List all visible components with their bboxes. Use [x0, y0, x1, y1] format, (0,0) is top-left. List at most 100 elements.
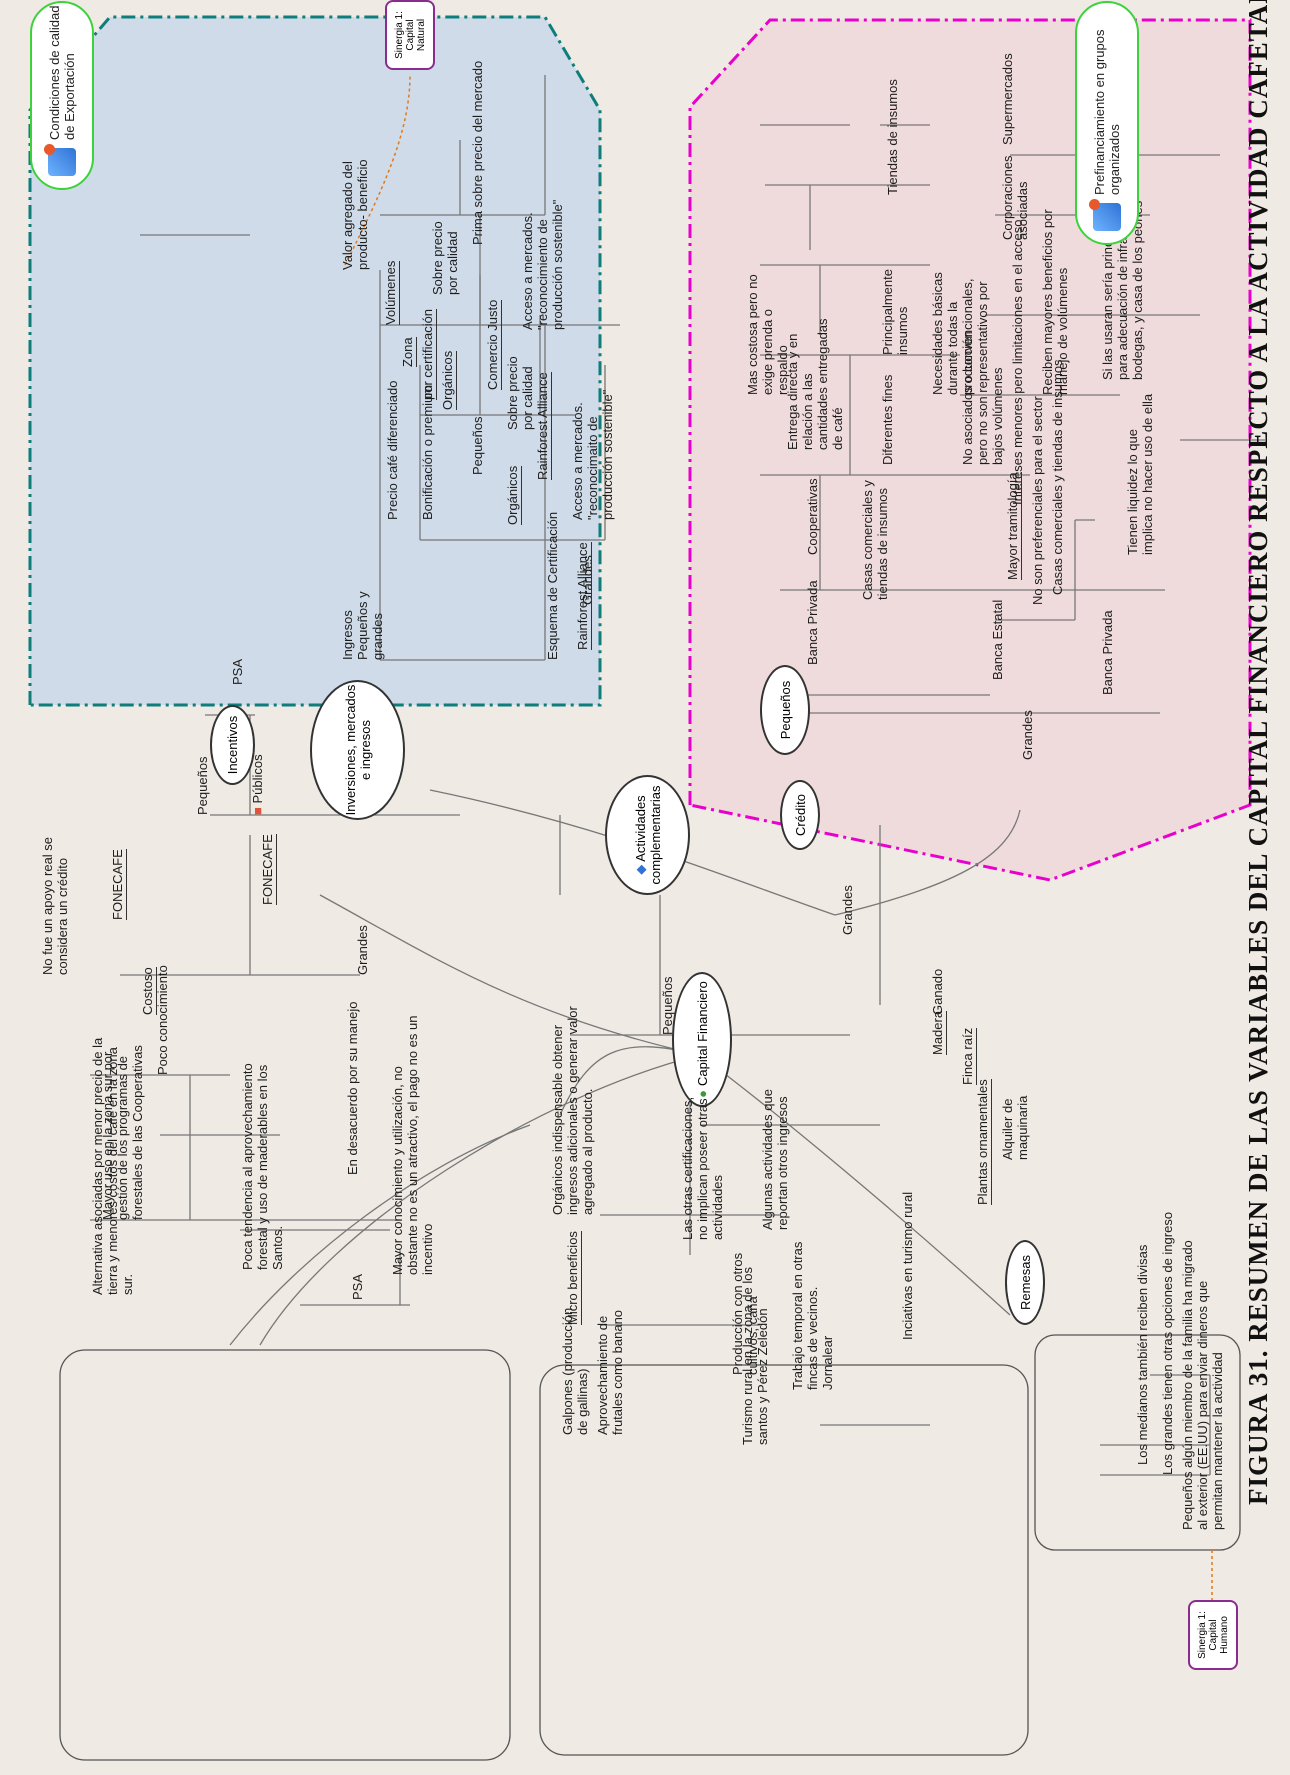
trabajo-temporal: Trabajo temporal en otras fincas de veci…: [790, 1241, 835, 1390]
inversiones-label: Inversiones, mercados e ingresos: [342, 684, 373, 816]
note-prefin-label: Prefinanciamiento en grupos organizados: [1092, 29, 1122, 196]
madera: Madera: [930, 1010, 947, 1055]
note-pencil-icon: [1093, 203, 1121, 231]
precio-cafe: Precio café diferenciado: [385, 380, 400, 520]
casas-comerciales-1: Casas comerciales y tiendas de insumos: [860, 480, 890, 600]
publicos: ■ Públicos: [250, 754, 265, 815]
sinergia-humano-label: Sinergia 1: Capital Humano: [1196, 1611, 1230, 1659]
node-actividades: ◆ Actividades complementarias: [605, 775, 690, 895]
principalmente-insumos: Principalmente insumos: [880, 269, 910, 355]
galpones: Galpones (producción de gallinas): [560, 1307, 590, 1435]
aprovechamiento-frutales: Aprovechamiento de frutales como banano: [595, 1309, 625, 1435]
psa-1: PSA: [230, 658, 245, 685]
poco-conocimiento: Poco conocimiento: [155, 965, 170, 1075]
banca-privada-1: Banca Privada: [805, 580, 820, 665]
rainforest-2: Rainforest Alliance: [575, 542, 592, 650]
incentivos-grandes: Grandes: [355, 925, 370, 975]
banca-estatal: Banca Estatal: [990, 599, 1005, 680]
incentivos-label: Incentivos: [225, 715, 240, 775]
alternativa: Alternativa asociadas por menor precio d…: [90, 1037, 135, 1295]
mas-costosa: Mas costosa pero no exige prenda o respa…: [745, 274, 790, 395]
bonificacion: Bonificación o premium: [420, 384, 435, 520]
medianos-divisas: Los medianos también reciben divisas: [1135, 1244, 1150, 1465]
no-preferenciales: No son preferenciales para el sector: [1030, 396, 1045, 605]
actividades-pequenos: Pequeños: [660, 976, 675, 1035]
branch-lines: [90, 75, 1265, 1476]
grandes-opciones: Los grandes tienen otras opciones de ing…: [1160, 1211, 1175, 1475]
actividades-grandes: Grandes: [840, 885, 855, 935]
actividades-frame: [539, 1364, 1029, 1756]
sobre-precio-1: Sobre precio por calidad: [430, 221, 460, 295]
publicos-icon: ■: [250, 807, 265, 815]
mayor-conocimiento: Mayor conocimiento y utilización, no obs…: [390, 1015, 435, 1275]
incentivos-frame: [59, 1349, 511, 1761]
organicos-1: Orgánicos: [440, 350, 457, 410]
mayor-tramitologia: Mayor tramitología: [1005, 472, 1022, 580]
tienen-liquidez: Tienen liquidez lo que implica no hacer …: [1125, 393, 1155, 555]
finca-raiz: Finca raíz: [960, 1027, 977, 1085]
alquiler-maquinaria: Alquiler de maquinaria: [1000, 1095, 1030, 1160]
volumenes: Volúmenes: [383, 260, 400, 325]
acceso-mercados-2: Acceso a mercados. "reconocimaito de pro…: [570, 389, 615, 520]
poca-tendencia: Poca tendencia al aprovechamiento forest…: [240, 1063, 285, 1270]
publicos-label: Públicos: [250, 754, 265, 804]
incentivos-pequenos: Pequeños: [195, 756, 210, 815]
tiendas-insumos: Tiendas de insumos: [885, 79, 900, 195]
sinergia-capital-natural: Sinergia 1: Capital Natural: [385, 0, 435, 70]
inv-pequenos: Pequeños: [470, 416, 485, 475]
note-prefinanciamiento: Prefinanciamiento en grupos organizados: [1075, 1, 1139, 245]
sobre-precio-2: Sobre precio por calidad: [505, 356, 535, 430]
intereses-menores: Intereses menores pero limitaciones en e…: [1010, 219, 1025, 505]
zona: Zona: [400, 337, 417, 367]
note-pencil-icon: [48, 148, 76, 176]
note-exportacion-label: Condiciones de calidad de Exportación: [47, 5, 77, 140]
diferentes-fines: Diferentes fines: [880, 374, 895, 465]
actividades-icon: ◆: [632, 864, 648, 875]
no-fue-apoyo: No fue un apoyo real se considera un cré…: [40, 836, 70, 975]
credito-pequenos-label: Pequeños: [777, 680, 793, 740]
turismo-rural: Turismo rural en la zona de los santos y…: [740, 1267, 770, 1445]
center-label: Capital Financiero: [694, 981, 710, 1086]
actividades-label: ◆ Actividades complementarias: [633, 777, 663, 893]
iniciativas-turismo: Inciativas en turismo rural: [900, 1191, 915, 1340]
ganado: Ganado: [930, 968, 945, 1015]
credito-label: Crédito: [792, 794, 808, 836]
fonecafe-2: FONECAFE: [260, 834, 277, 905]
comercio-justo: Comercio Justo: [485, 299, 502, 390]
credito-grandes: Grandes: [1020, 710, 1035, 760]
banca-privada-2: Banca Privada: [1100, 610, 1115, 695]
por-certificacion: por certificación: [420, 308, 437, 400]
valor-agregado: Valor agregado del producto- beneficio: [340, 159, 370, 270]
sinergia-natural-label: Sinergia 1: Capital Natural: [393, 11, 427, 59]
acceso-mercados-1: Acceso a mercados. "reconocimiento de pr…: [520, 199, 565, 330]
psa-2: PSA: [350, 1273, 365, 1300]
node-credito: Crédito: [780, 780, 820, 850]
reciben-mayores: Reciben mayores beneficios por manejo de…: [1040, 209, 1070, 395]
remesas-label: Remesas: [1017, 1255, 1033, 1310]
remesas-frame: [1034, 1334, 1241, 1551]
esquema-certificacion: Esquema de Certificación: [545, 511, 560, 660]
node-remesas: Remesas: [1005, 1240, 1045, 1325]
node-incentivos: Incentivos: [210, 705, 255, 785]
plantas-ornamentales: Plantas ornamentales: [975, 1079, 992, 1205]
fonecafe-1: FONECAFE: [110, 849, 127, 920]
pequenos-migrado: Pequeños algún miembro de la familia ha …: [1180, 1240, 1225, 1530]
sinergia-capital-humano: Sinergia 1: Capital Humano: [1188, 1600, 1238, 1670]
entrega-directa: Entrega directa y en relación a las cant…: [785, 318, 845, 450]
prima-sobre-precio: Prima sobre precio del mercado: [470, 60, 485, 245]
desacuerdo: En desacuerdo por su manejo: [345, 1001, 360, 1175]
organicos-2: Orgánicos: [505, 465, 522, 525]
node-inversiones: Inversiones, mercados e ingresos: [310, 680, 405, 820]
note-exportacion: Condiciones de calidad de Exportación: [30, 1, 94, 190]
algunas-actividades: Algunas actividades que reportan otros i…: [760, 1089, 790, 1230]
figure-caption: FIGURA 31. RESUMEN DE LAS VARIABLES DEL …: [1243, 0, 1273, 1505]
ingresos: Ingresos Pequeños y grandes: [340, 591, 385, 660]
organicos-ingresos: Orgánicos indispensable obtener ingresos…: [550, 1006, 595, 1215]
supermercados: Supermercados: [1000, 53, 1015, 145]
cooperativas: Cooperativas: [805, 478, 820, 555]
no-asociados: No asociados o convencionales, pero no s…: [960, 278, 1005, 465]
otras-certificaciones: Las otras certificaciones, no implican p…: [680, 1096, 725, 1240]
node-credito-pequenos: Pequeños: [760, 665, 810, 755]
